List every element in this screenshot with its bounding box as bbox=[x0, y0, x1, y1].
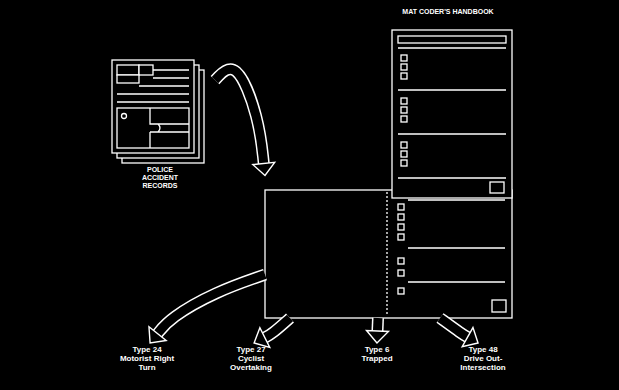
arrow-outline bbox=[215, 69, 264, 164]
node-sublabel: Trapped bbox=[346, 354, 408, 363]
flow-arrow bbox=[440, 318, 478, 347]
node-label: Type 48 bbox=[452, 345, 514, 354]
accident-type: Type 6Trapped bbox=[346, 345, 408, 366]
records-stack: POLICE ACCIDENT RECORDS bbox=[105, 56, 215, 190]
arrow-outline bbox=[440, 318, 468, 338]
police-records-stack bbox=[112, 60, 204, 163]
flow-arrow bbox=[215, 69, 275, 175]
open-handbook bbox=[265, 190, 512, 318]
accident-type: Type 48Drive Out-Intersection bbox=[452, 345, 514, 375]
arrow-head bbox=[253, 162, 275, 175]
arrow-outline bbox=[157, 275, 265, 335]
arrow-head bbox=[462, 328, 478, 347]
arrow-head bbox=[254, 328, 270, 348]
accident-type: Type 24Motorist Right Turn bbox=[116, 345, 178, 375]
arrow-head bbox=[149, 327, 166, 343]
node-label: Type 6 bbox=[346, 345, 408, 354]
handbook: MAT CODER'S HANDBOOK bbox=[265, 8, 515, 318]
node-sublabel: Motorist Right Turn bbox=[116, 354, 178, 372]
flow-arrow bbox=[254, 318, 290, 347]
node-label: Type 24 bbox=[116, 345, 178, 354]
flow-arrow bbox=[366, 318, 388, 343]
handbook-page bbox=[392, 30, 512, 198]
flow-arrow bbox=[149, 275, 265, 343]
arrow-outline bbox=[264, 318, 290, 338]
node-label: POLICE ACCIDENT RECORDS bbox=[132, 166, 188, 190]
arrow-head bbox=[366, 331, 388, 343]
arrow-body bbox=[264, 318, 290, 338]
arrow-body bbox=[440, 318, 468, 338]
node-sublabel: Cyclist Overtaking bbox=[220, 354, 282, 372]
node-sublabel: Drive Out-Intersection bbox=[452, 354, 514, 372]
node-label: Type 27 bbox=[220, 345, 282, 354]
arrow-outline bbox=[371, 318, 384, 332]
arrow-body bbox=[373, 318, 383, 332]
arrow-body bbox=[215, 69, 264, 164]
accident-type: Type 27Cyclist Overtaking bbox=[220, 345, 282, 375]
node-label: MAT CODER'S HANDBOOK bbox=[393, 8, 503, 16]
arrow-body bbox=[157, 275, 265, 335]
